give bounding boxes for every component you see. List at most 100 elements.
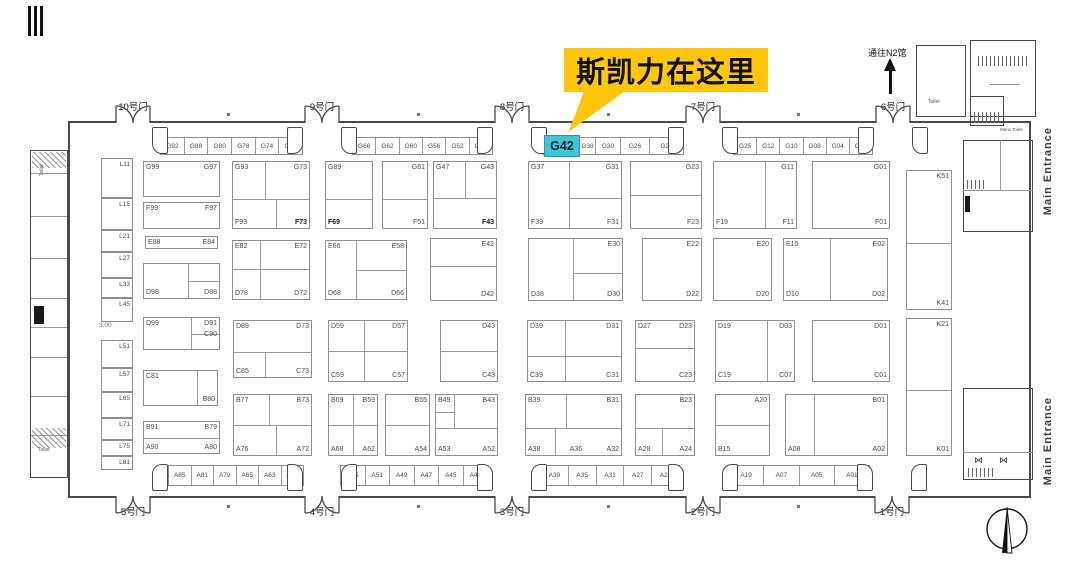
dimension-label: 3.00 <box>99 322 112 329</box>
booth-label: F73 <box>294 219 307 226</box>
booth-label: G47 <box>436 164 450 171</box>
strip-booth: G38 <box>580 138 596 154</box>
corner-logo-mark <box>28 6 46 36</box>
strip-booth: G92 <box>161 138 185 154</box>
booth-label: G99 <box>146 164 160 171</box>
booth-divider <box>441 351 497 352</box>
strip-booth: A07 <box>764 466 800 485</box>
gate-vestibule <box>287 464 303 491</box>
gate-label: 3号门 <box>499 507 525 518</box>
strip-booth-label: G60 <box>404 142 417 150</box>
left-annex-hatch-bottom <box>32 428 66 448</box>
l-booth-label: L57 <box>119 371 130 378</box>
strip-booth-label: G52 <box>451 142 464 150</box>
left-annex-hatch-top <box>32 152 66 168</box>
strip-booth-label: A51 <box>371 472 384 479</box>
booth-label: B55 <box>414 397 427 404</box>
booth-divider <box>264 162 266 199</box>
booth-label: G97 <box>203 164 217 171</box>
booth-label: C07 <box>779 372 792 379</box>
booth-divider <box>565 321 567 381</box>
booth-label: G89 <box>328 164 342 171</box>
column-marker <box>607 113 610 116</box>
l-booth-label: L45 <box>119 301 130 308</box>
l-booth-label: L65 <box>119 395 130 402</box>
booth-label: A52 <box>482 446 495 453</box>
booth-label: E58 <box>391 243 404 250</box>
booth-label: K51 <box>936 173 949 180</box>
strip-booth-label: A07 <box>775 472 788 479</box>
booth-divider <box>329 351 407 352</box>
right-annex-mark <box>965 196 970 212</box>
booth-divider <box>234 425 311 426</box>
gate-label: 10号门 <box>118 102 148 113</box>
left-annex-mark <box>34 306 44 324</box>
booth-label: B73 <box>296 397 309 404</box>
stair-hatch-right <box>967 180 985 189</box>
l-booth-label: L51 <box>119 343 130 350</box>
l-booth: L45 <box>101 298 133 322</box>
right-annex-top <box>963 140 1033 232</box>
booth-label: D39 <box>530 323 543 330</box>
booth-label: D73 <box>296 323 309 330</box>
booth-label: D88 <box>204 289 217 296</box>
booth-label: A24 <box>679 446 692 453</box>
strip-booth-label: G56 <box>428 142 441 150</box>
booth-divider <box>436 428 497 429</box>
booth-label: D31 <box>606 323 619 330</box>
n2-annex-room-a <box>916 45 966 117</box>
north-arrow-to-n2-icon <box>884 58 896 71</box>
gate-vestibule <box>912 127 928 154</box>
booth-label: D30 <box>607 291 620 298</box>
booth-label: A80 <box>204 444 217 451</box>
toilet-label-top-right: Toilet <box>928 99 940 105</box>
strip-booth-label: G04 <box>831 142 844 150</box>
strip-booth-label: G38 <box>581 142 594 150</box>
gate-vestibule <box>341 464 357 491</box>
strip-booth-label: G78 <box>237 142 250 150</box>
l-booth: L11 <box>101 158 133 198</box>
right-annex-top-vdiv <box>1000 140 1001 190</box>
booth-label: F99 <box>146 205 159 212</box>
booth-label: A02 <box>872 446 885 453</box>
highlight-booth-g42: G42 <box>544 135 580 157</box>
booth-divider <box>436 411 455 413</box>
gate-label: 7号门 <box>690 102 716 113</box>
booth-label: D02 <box>872 291 885 298</box>
annex-divider <box>31 173 67 174</box>
booth-label: C43 <box>482 372 495 379</box>
booth-label: D38 <box>531 291 544 298</box>
booth-divider <box>465 162 466 199</box>
annex-divider <box>31 357 67 358</box>
strip-booth: G12 <box>757 138 781 154</box>
l-booth: L57 <box>101 368 133 392</box>
right-annex-bottom <box>963 388 1033 480</box>
l-booth-label: L33 <box>119 281 130 288</box>
booth-label: A28 <box>638 446 651 453</box>
booth-label: D27 <box>638 323 651 330</box>
strip-booth-label: G42 <box>550 139 574 153</box>
stair-hatch-right-bottom <box>968 468 994 477</box>
booth-label: C59 <box>331 372 344 379</box>
booth-label: A20 <box>754 397 767 404</box>
booth-label: D72 <box>294 290 307 297</box>
l-booth-label: L21 <box>119 233 130 240</box>
booth-label: G93 <box>235 164 249 171</box>
stair-hatch-n2-b <box>974 112 1002 123</box>
strip-booth: A27 <box>624 466 653 485</box>
booth-label: A62 <box>362 446 375 453</box>
booth-label: E10 <box>786 241 799 248</box>
strip-booth-label: A81 <box>196 472 209 479</box>
